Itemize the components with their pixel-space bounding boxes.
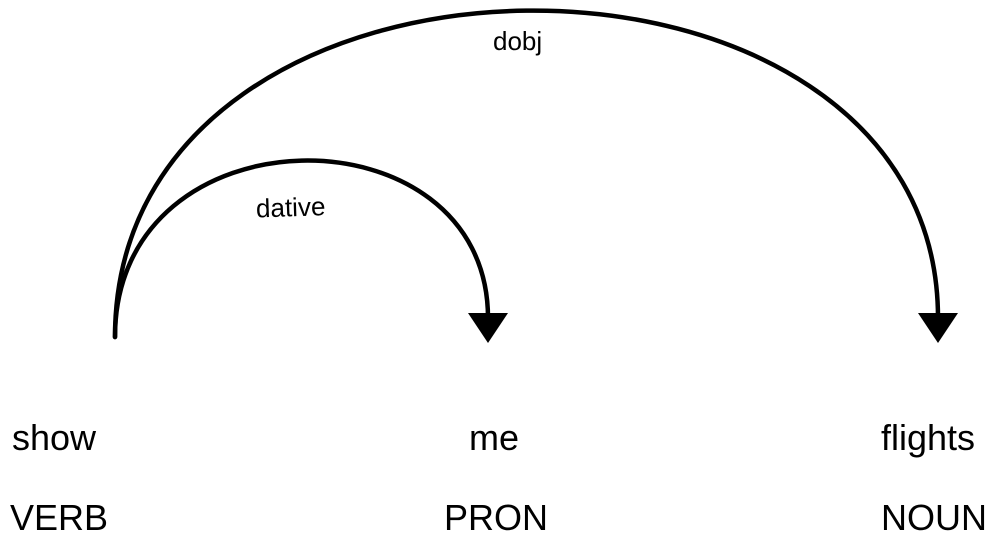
arc-dative-label: dative — [255, 191, 325, 223]
arc-dative-arrowhead — [468, 313, 508, 343]
arc-dobj-path — [112, 8, 941, 340]
token-pos-tag: PRON — [444, 497, 548, 538]
arc-dobj-label: dobj — [493, 26, 542, 56]
token-show: show VERB — [10, 417, 108, 538]
token-word: flights — [881, 417, 975, 458]
arc-dobj-arrowhead — [918, 313, 958, 343]
token-pos-tag: VERB — [10, 497, 108, 538]
token-word: me — [469, 417, 519, 458]
arc-dative-path — [112, 158, 491, 340]
arc-dative: dative — [112, 158, 508, 343]
token-pos-tag: NOUN — [881, 497, 987, 538]
token-me: me PRON — [444, 417, 548, 538]
token-word: show — [12, 417, 97, 458]
arc-dobj: dobj — [112, 8, 958, 343]
token-flights: flights NOUN — [881, 417, 987, 538]
